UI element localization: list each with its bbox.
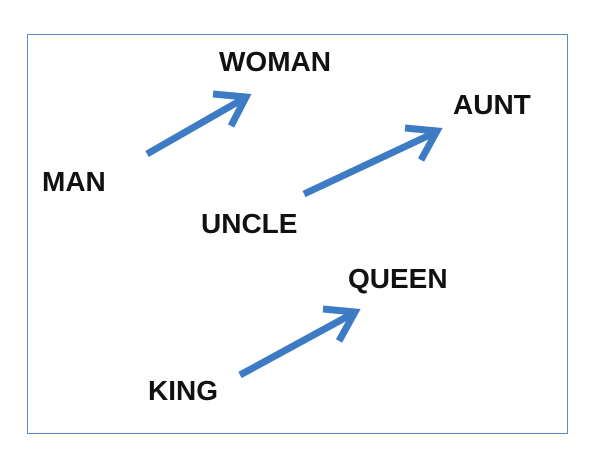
label-man: MAN	[42, 166, 106, 197]
label-woman: WOMAN	[219, 46, 331, 77]
label-uncle: UNCLE	[201, 208, 298, 239]
arrow-king-to-queen	[238, 305, 361, 379]
label-king: KING	[148, 375, 218, 406]
label-aunt: AUNT	[453, 89, 531, 120]
arrow-man-to-woman	[145, 90, 252, 158]
diagram-frame	[27, 34, 568, 434]
label-queen: QUEEN	[348, 263, 448, 294]
arrow-uncle-to-aunt	[302, 124, 443, 198]
